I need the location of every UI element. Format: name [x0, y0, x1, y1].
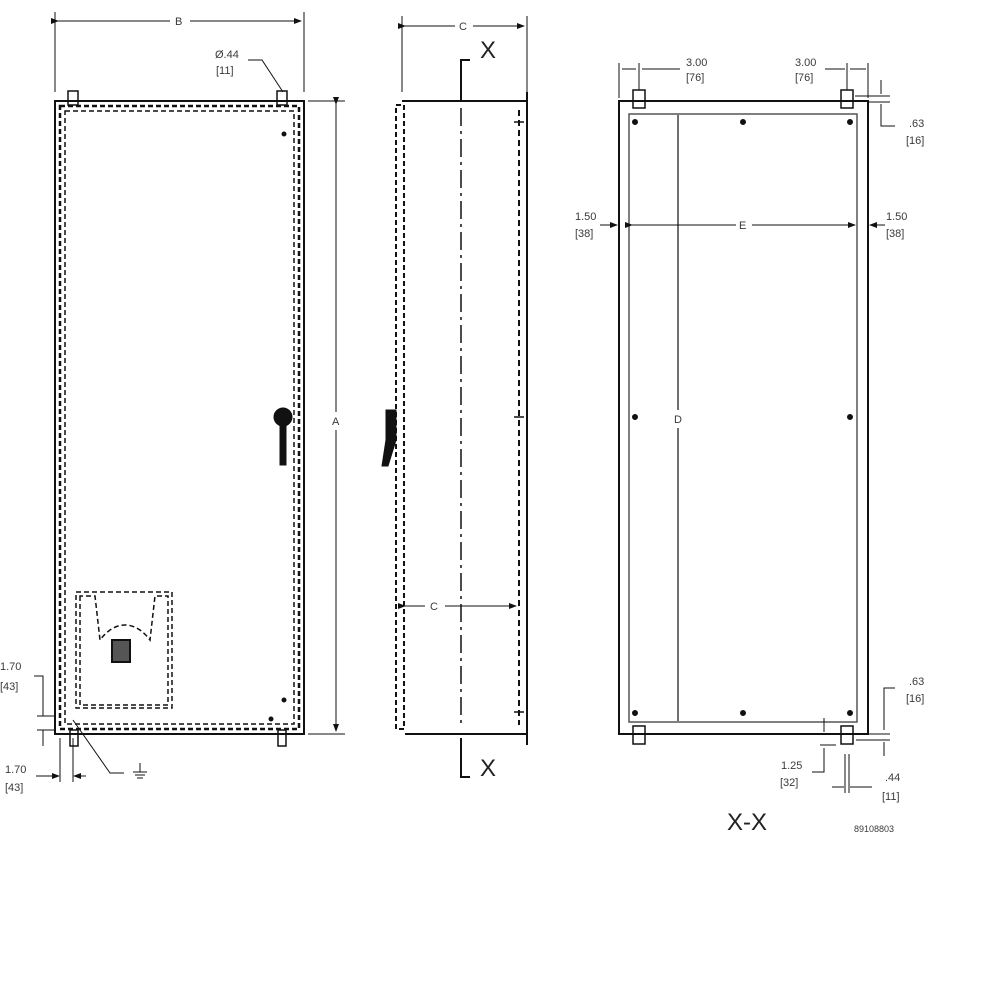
top-offset-dim: .63	[909, 118, 924, 130]
section-title: X-X	[727, 809, 767, 836]
right-tab-dim: 3.00	[795, 57, 816, 69]
dim-a-label: A	[332, 416, 340, 428]
bottom-gap-dim-mm: [32]	[780, 777, 798, 789]
bottom-offset-dim: .63	[909, 676, 924, 688]
bottom-gap-dim: 1.25	[781, 760, 802, 772]
right-margin-dim: 1.50	[886, 211, 907, 223]
handle-icon	[273, 407, 293, 427]
hole-dia-label: Ø.44	[215, 49, 239, 61]
section-view	[600, 63, 895, 793]
side-view	[381, 16, 528, 778]
hole-dia-mm: [11]	[216, 65, 234, 77]
slot-width-dim-mm: [11]	[882, 791, 900, 803]
section-mark-top: X	[480, 37, 496, 64]
front-view	[34, 12, 345, 782]
dim-e-label: E	[739, 220, 746, 232]
dim-c-inner: C	[430, 601, 438, 613]
side-offset-top: 1.70	[0, 661, 21, 673]
section-mark-bottom: X	[480, 755, 496, 782]
dim-b-label: B	[175, 16, 182, 28]
side-offset-bottom-mm: [43]	[5, 782, 23, 794]
right-margin-dim-mm: [38]	[886, 228, 904, 240]
drawing-id: 89108803	[854, 824, 894, 834]
left-tab-dim-mm: [76]	[686, 72, 704, 84]
left-margin-dim: 1.50	[575, 211, 596, 223]
ground-icon	[133, 763, 147, 779]
side-offset-bottom: 1.70	[5, 764, 26, 776]
left-tab-dim: 3.00	[686, 57, 707, 69]
slot-width-dim: .44	[885, 772, 900, 784]
left-margin-dim-mm: [38]	[575, 228, 593, 240]
bottom-offset-dim-mm: [16]	[906, 693, 924, 705]
dim-d-label: D	[674, 414, 682, 426]
right-tab-dim-mm: [76]	[795, 72, 813, 84]
dim-c-top: C	[459, 21, 467, 33]
side-offset-top-mm: [43]	[0, 681, 18, 693]
top-offset-dim-mm: [16]	[906, 135, 924, 147]
